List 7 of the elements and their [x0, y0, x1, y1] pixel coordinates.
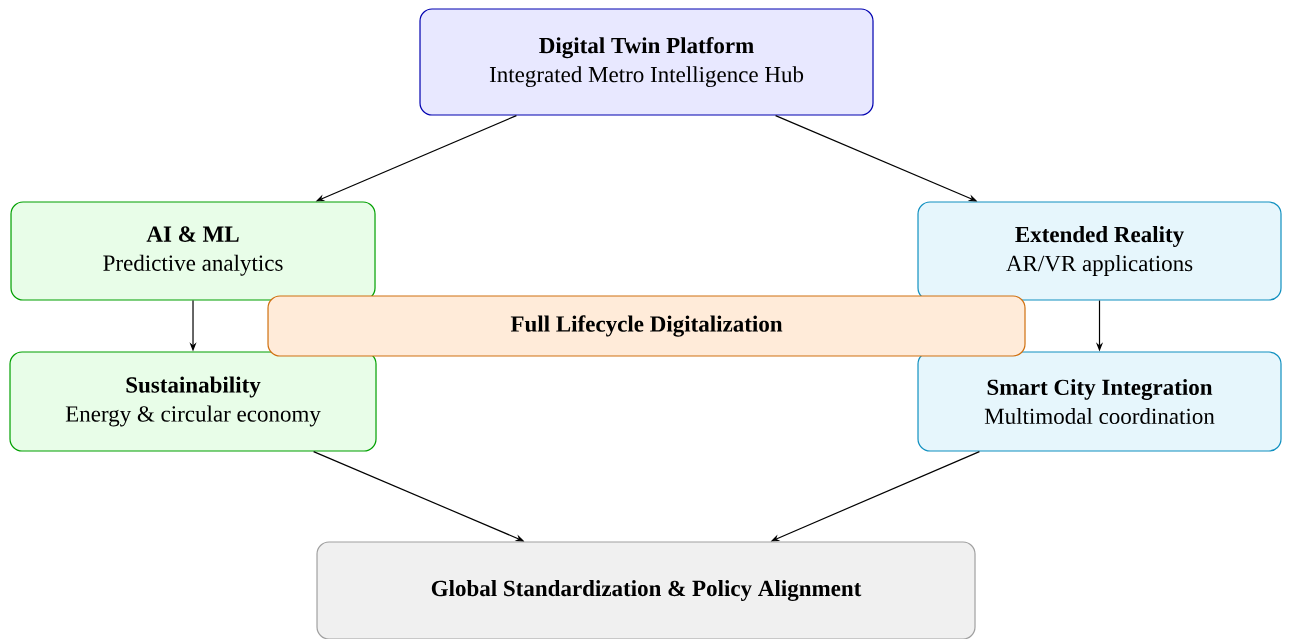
process-box: Digital Twin Platform Integrated Metro Intelligence Hub: [419, 8, 874, 116]
process-box: Full Lifecycle Digitalization: [267, 295, 1026, 357]
process-box: Extended Reality AR/VR applications: [917, 201, 1282, 301]
process-box: Global Standardization & Policy Alignment: [316, 541, 976, 639]
process-box: Smart City Integration Multimodal coordination: [917, 351, 1282, 452]
process-box: Sustainability Energy & circular economy: [9, 351, 377, 452]
process-box: AI & ML Predictive analytics: [10, 201, 376, 301]
